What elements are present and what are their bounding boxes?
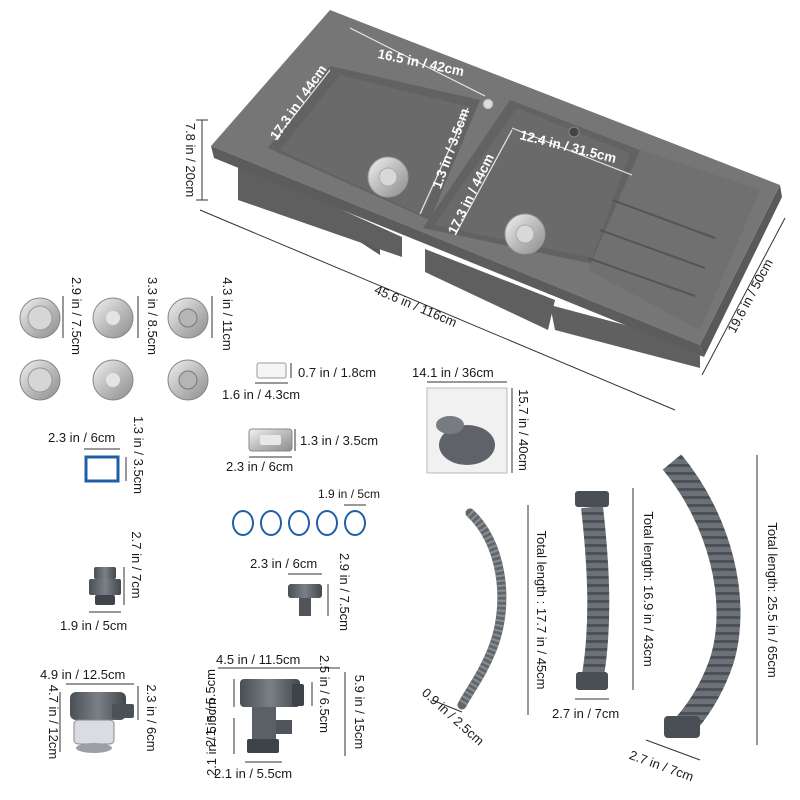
hose2-length-label: Total length: 16.9 in / 43cm: [641, 511, 656, 666]
connector-width-label: 1.9 in / 5cm: [60, 618, 127, 633]
overflow-small-height-label: 0.7 in / 1.8cm: [298, 365, 376, 380]
gasket-width-label: 2.3 in / 6cm: [48, 430, 115, 445]
tee-height-label: 5.9 in / 15cm: [352, 675, 367, 749]
bag-height-label: 15.7 in / 40cm: [516, 389, 531, 471]
overflow-large-width-label: 2.3 in / 6cm: [226, 459, 293, 474]
tap-hole-icon: [568, 126, 580, 138]
sink-illustration: 16.5 in / 42cm 17.3 in / 44cm 1.3 in / 3…: [183, 10, 786, 411]
tpiece-width-label: 2.3 in / 6cm: [250, 556, 317, 571]
tee-bottom-left-label: 2.1 in / 5.5cm: [204, 698, 219, 776]
rectangular-gasket: 2.3 in / 6cm 1.3 in / 3.5cm: [48, 416, 146, 494]
flexible-hose-medium: Total length: 16.9 in / 43cm 2.7 in / 7c…: [552, 488, 656, 721]
oring-size-label: 1.9 in / 5cm: [318, 487, 380, 501]
overflow-large-height-label: 1.3 in / 3.5cm: [300, 433, 378, 448]
tpiece-height-label: 2.9 in / 7.5cm: [337, 553, 352, 631]
bag-width-label: 14.1 in / 36cm: [412, 365, 494, 380]
tee-fitting: 4.5 in / 11.5cm 2.1 in / 5.5cm 2.5 in / …: [203, 652, 367, 781]
accessory-bag: 14.1 in / 36cm 15.7 in / 40cm: [412, 365, 531, 474]
strainer-3-label: 4.3 in / 11cm: [220, 277, 235, 350]
connector-height-label: 2.7 in / 7cm: [129, 531, 144, 598]
overflow-small-width-label: 1.6 in / 4.3cm: [222, 387, 300, 402]
flexible-hose-small: Total length : 17.7 in / 45cm 0.9 in / 2…: [419, 505, 549, 748]
overflow-cover-small: 0.7 in / 1.8cm 1.6 in / 4.3cm: [222, 362, 376, 402]
depth-label: 7.8 in / 20cm: [183, 123, 198, 197]
tee-bottom-label: 2.1 in / 5.5cm: [214, 766, 292, 781]
small-t-piece: 2.3 in / 6cm 2.9 in / 7.5cm: [250, 553, 352, 631]
overflow-cover-large: 1.3 in / 3.5cm 2.3 in / 6cm: [226, 428, 378, 474]
o-ring-set: 1.9 in / 5cm: [232, 487, 380, 536]
straight-connector: 2.7 in / 7cm 1.9 in / 5cm: [60, 531, 144, 633]
hose3-end-label: 2.7 in / 7cm: [627, 747, 695, 784]
strainer-1-label: 2.9 in / 7.5cm: [69, 277, 84, 355]
gasket-height-label: 1.3 in / 3.5cm: [131, 416, 146, 494]
hose1-length-label: Total length : 17.7 in / 45cm: [534, 531, 549, 690]
length-label: 45.6 in / 116cm: [372, 282, 459, 330]
hose2-end-label: 2.7 in / 7cm: [552, 706, 619, 721]
strainer-set: 2.9 in / 7.5cm 3.3 in / 8.5cm 4.3 in / 1…: [19, 277, 235, 401]
flexible-hose-long: Total length: 25.5 in / 65cm 2.7 in / 7c…: [627, 454, 780, 784]
trap-side-label: 2.3 in / 6cm: [144, 684, 159, 751]
trap-height-label: 4.7 in / 12cm: [46, 685, 61, 759]
trap-width-label: 4.9 in / 12.5cm: [40, 667, 125, 682]
tee-right-label: 2.5 in / 6.5cm: [317, 655, 332, 733]
hose1-end-label: 0.9 in / 2.5cm: [419, 685, 487, 748]
strainer-2-label: 3.3 in / 8.5cm: [145, 277, 160, 355]
bottle-trap: 4.9 in / 12.5cm 4.7 in / 12cm 2.3 in / 6…: [40, 667, 159, 759]
drainboard: [588, 150, 760, 330]
overflow-hole-icon: [482, 98, 494, 110]
hose3-length-label: Total length: 25.5 in / 65cm: [765, 522, 780, 677]
tee-width-label: 4.5 in / 11.5cm: [216, 652, 300, 667]
tee-left-label: 2.1 in / 5.5cm: [203, 669, 218, 747]
